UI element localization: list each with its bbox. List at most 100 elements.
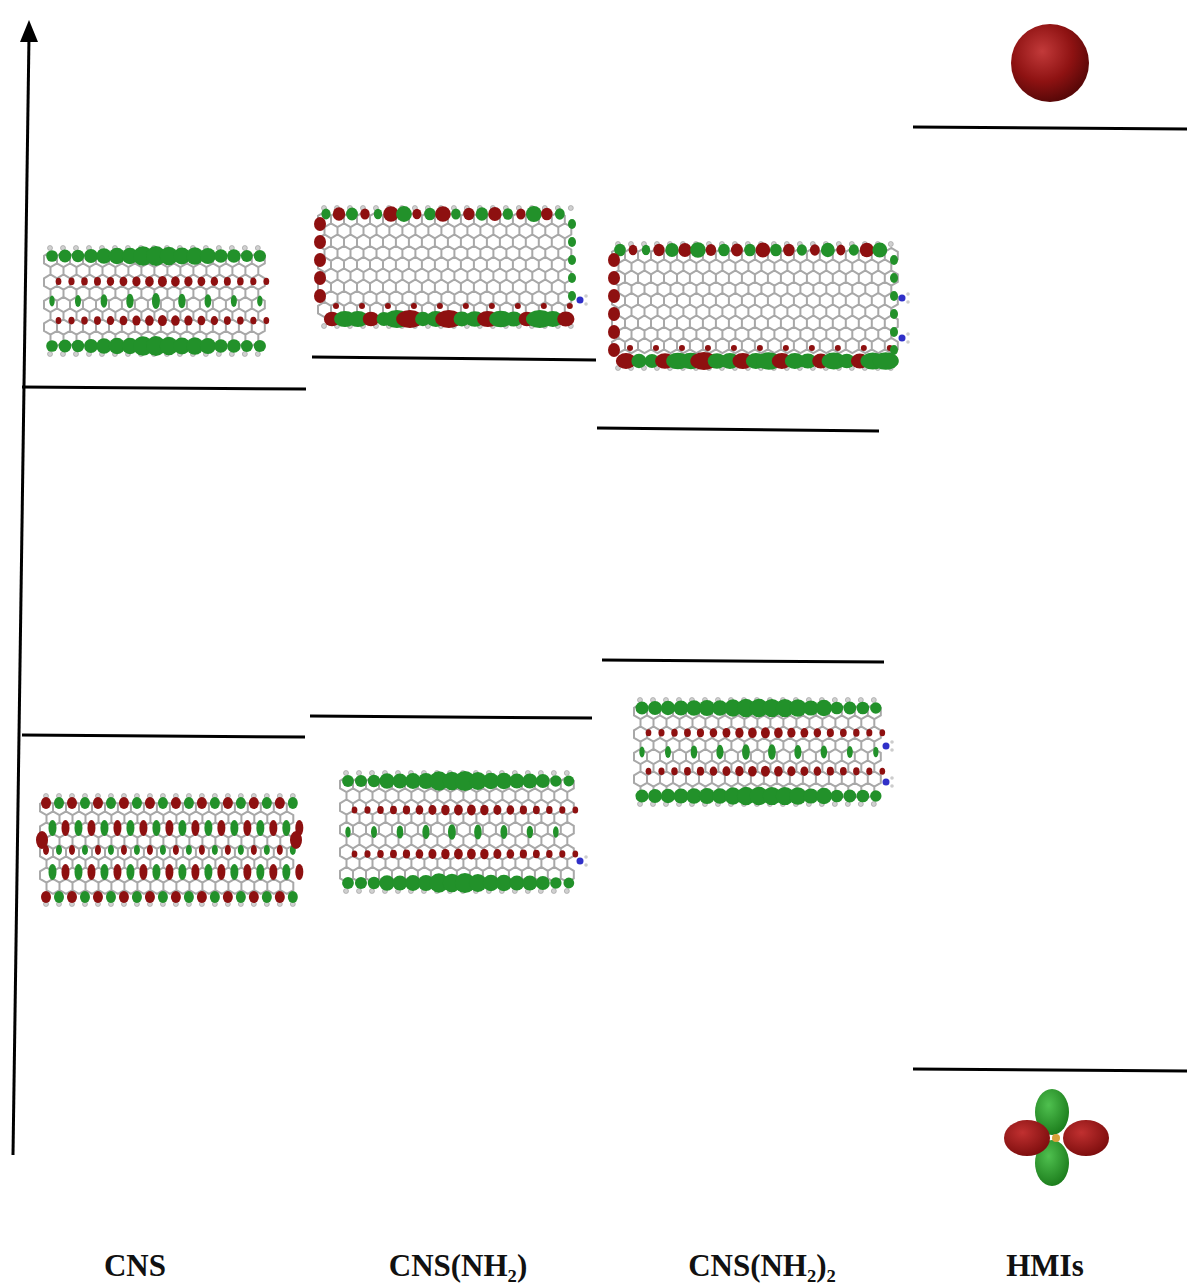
orbital-part: [757, 345, 763, 351]
orbital-part: [262, 797, 272, 809]
orbital-part: [250, 278, 256, 286]
orbital-part: [132, 797, 142, 809]
orbital-part: [264, 845, 270, 855]
orbital-part: [536, 876, 550, 890]
orbital-part: [263, 278, 269, 285]
orbital-part: [56, 278, 62, 285]
orbital-part: [731, 345, 737, 351]
orbital-part: [56, 317, 62, 324]
orbital-part: [186, 845, 192, 855]
orbital-part: [873, 747, 878, 758]
orbital-part: [706, 244, 717, 256]
energy-levels: [22, 127, 1187, 1071]
orbital-part: [263, 317, 269, 324]
orbital-part: [857, 790, 870, 803]
orbital-part: [184, 891, 194, 903]
orbital-part: [493, 805, 501, 815]
orbital-part: [282, 820, 290, 836]
orbital-part: [54, 891, 64, 903]
orbital-part: [577, 858, 584, 865]
orbital-part: [210, 891, 220, 903]
orbital-part: [113, 864, 121, 880]
orbital-part: [67, 797, 77, 809]
orbital-part: [318, 212, 571, 317]
orbital-part: [242, 246, 247, 251]
orbital-part: [314, 235, 326, 249]
orbital-part: [211, 277, 218, 286]
orbital-part: [691, 745, 698, 758]
orbital-part: [231, 295, 237, 307]
orbital-part: [242, 352, 247, 357]
orbital-part: [139, 864, 147, 880]
orbital-part: [646, 768, 652, 775]
orbital-part: [81, 277, 88, 285]
orbital-part: [237, 317, 244, 325]
orbital-part: [866, 767, 872, 774]
orbital-part: [41, 797, 51, 809]
orbital-part: [94, 316, 101, 325]
orbital-part: [424, 208, 436, 221]
orbital-part: [840, 729, 847, 737]
orbital-part: [56, 845, 62, 855]
orbital-part: [411, 303, 417, 309]
orbital-part: [377, 806, 384, 814]
orbital-part: [665, 243, 678, 257]
orbital-part: [718, 244, 730, 257]
orbital-part: [463, 303, 469, 309]
orbital-part: [756, 242, 771, 257]
orbital-part: [101, 294, 108, 307]
orbital-part: [241, 340, 253, 352]
orbital-part: [584, 863, 588, 867]
orbital-part: [541, 303, 547, 309]
orbital-part: [171, 276, 180, 287]
orbital-part: [435, 206, 451, 222]
orbital-part: [204, 864, 212, 880]
orbital-part: [73, 246, 78, 251]
orbital-part: [422, 825, 429, 839]
orbital-part: [557, 312, 574, 327]
orbital-part: [403, 850, 410, 859]
orbital-part: [355, 877, 367, 889]
orbital-part: [369, 889, 374, 894]
orbital-part: [467, 849, 476, 860]
orbital-part: [871, 698, 876, 703]
orbital-part: [249, 797, 259, 809]
orbital-part: [635, 789, 648, 802]
orbital-part: [564, 771, 569, 776]
orbital-part: [814, 728, 822, 737]
orbital-part: [68, 278, 74, 286]
orbital-part: [59, 250, 72, 263]
orbital-part: [314, 253, 326, 267]
orbital-part: [608, 307, 620, 321]
orbital-part: [454, 849, 463, 860]
orbital-part: [821, 243, 835, 257]
orbital-part: [356, 889, 361, 894]
orbital-part: [256, 820, 264, 836]
orbital-part: [145, 315, 154, 326]
orbital-part: [761, 727, 770, 738]
orbital-part: [816, 700, 832, 716]
orbital-part: [93, 797, 103, 809]
orbital-part: [827, 767, 834, 776]
orbital-part: [344, 889, 349, 894]
orbital-part: [379, 875, 394, 890]
orbital-part: [551, 889, 556, 894]
orbital-part: [87, 820, 95, 836]
orbital-part: [871, 802, 876, 807]
orbital-part: [84, 339, 98, 353]
orbital-part: [44, 252, 265, 346]
orbital-part: [403, 806, 410, 815]
orbital-part: [906, 340, 910, 344]
orbital-part: [428, 849, 436, 859]
orbital-part: [679, 345, 685, 351]
orbital-part: [507, 849, 515, 858]
orbital-part: [572, 850, 578, 857]
orbital-part: [396, 206, 412, 222]
orbital-part: [564, 889, 569, 894]
orbital-part: [385, 303, 391, 309]
orbital-part: [288, 797, 298, 809]
orbital-part: [890, 345, 898, 355]
orbital-part: [906, 300, 910, 304]
orbital-part: [441, 849, 449, 859]
orbital-part: [368, 877, 380, 889]
